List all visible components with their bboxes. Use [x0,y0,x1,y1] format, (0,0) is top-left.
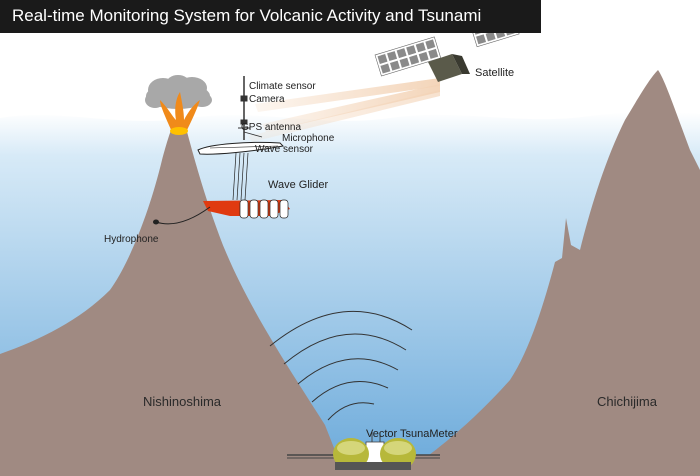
sensor-mast [238,76,263,140]
glider-tether [232,152,249,201]
nishinoshima-label: Nishinoshima [143,394,222,409]
wave-glider-label: Wave Glider [268,179,329,191]
camera-label: Camera [249,94,285,105]
microphone-label: Microphone [282,133,335,144]
acoustic-waves [269,311,413,421]
title-bar: Real-time Monitoring System for Volcanic… [0,0,541,33]
wave-glider-sub [203,199,290,219]
vector-tsunameter [287,432,440,470]
satellite-signal-beams [248,78,440,142]
volcano-smoke [145,75,212,109]
chichijima-island [400,70,700,476]
hydrophone-cable [153,206,211,225]
satellite-label: Satellite [475,67,515,79]
lava-eruption [160,92,200,135]
chichijima-label: Chichijima [597,394,657,409]
satellite-icon [374,12,520,82]
nishinoshima-island [0,128,345,476]
gps-antenna-label: GPS antenna [241,122,302,133]
hydrophone-label: Hydrophone [104,234,159,245]
diagram-title: Real-time Monitoring System for Volcanic… [12,6,482,25]
wave-glider-float [197,141,285,155]
climate-sensor-label: Climate sensor [249,81,316,92]
vector-tsunameter-label: Vector TsunaMeter [366,428,458,440]
wave-sensor-label: Wave sensor [255,144,313,155]
